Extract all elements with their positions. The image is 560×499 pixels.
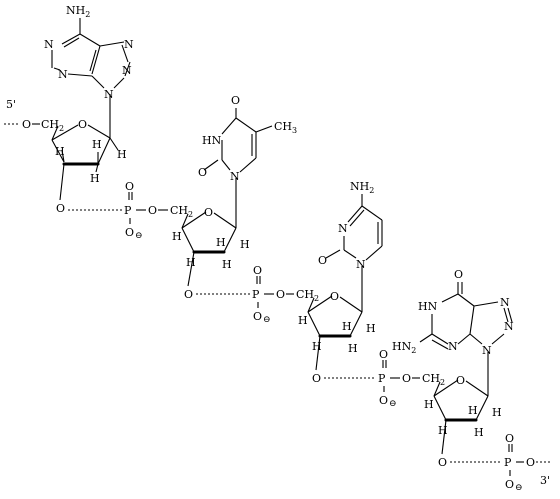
atom-o: O (402, 372, 411, 385)
cytosine-base: N O N NH2 (318, 180, 383, 271)
ring-o-2: O (204, 206, 213, 219)
h-label: H (55, 145, 65, 158)
h-label: H (117, 148, 127, 161)
atom-o-3prime-4: O (438, 456, 447, 469)
nucleotide-guanine: CH2 O H H H H H O N N N O (392, 268, 514, 469)
negative-charge: ⊖ (389, 399, 397, 409)
h-label: H (240, 238, 250, 251)
phosphate-group-3: P O O ⊖ O (324, 348, 420, 409)
phosphate-group-2: P O O ⊖ O (196, 264, 294, 325)
h-label: H (172, 230, 182, 243)
atom-o: O (231, 94, 240, 107)
h-label: H (222, 258, 232, 271)
nucleotide-thymine: CH2 O H H H H H O N O HN O (170, 94, 297, 301)
atom-o: O (148, 204, 157, 217)
h-label: H (366, 322, 376, 335)
atom-o-5prime-1: O (22, 118, 31, 131)
atom-o: O (253, 264, 262, 277)
atom-n: N (44, 38, 54, 51)
ring-o-1: O (78, 118, 87, 131)
atom-o: O (379, 394, 388, 407)
atom-n: N (504, 320, 514, 333)
guanine-base: N N N O HN N HN2 (392, 268, 514, 357)
negative-charge: ⊖ (135, 231, 143, 241)
atom-o: O (276, 288, 285, 301)
atom-hn: HN (202, 134, 222, 147)
atom-o-3prime-2: O (184, 288, 193, 301)
h-label: H (342, 320, 352, 333)
methyl-label: CH3 (274, 120, 297, 135)
atom-o: O (253, 310, 262, 323)
atom-o-3prime-1: O (56, 202, 65, 215)
atom-p-1: P (124, 204, 132, 217)
h-label: H (348, 342, 358, 355)
h-label: H (438, 424, 448, 437)
h-label: H (424, 398, 434, 411)
negative-charge: ⊖ (515, 483, 523, 493)
three-prime-label: 3' (540, 474, 550, 487)
atom-o: O (198, 166, 207, 179)
negative-charge: ⊖ (263, 315, 271, 325)
ring-o-3: O (330, 290, 339, 303)
phosphate-group-terminal: P O O ⊖ O (450, 432, 552, 493)
atom-n: N (230, 170, 240, 183)
h-label: H (298, 314, 308, 327)
h-label: H (216, 236, 226, 249)
nucleotide-adenine: O CH2 O H H H H O N N (22, 4, 134, 215)
atom-n: N (58, 68, 68, 81)
atom-n: N (338, 222, 348, 235)
h-label: H (492, 406, 502, 419)
atom-p-4: P (504, 456, 512, 469)
h-label: H (468, 404, 478, 417)
atom-hn: HN (418, 300, 438, 313)
ch2-label-1: CH2 (41, 118, 64, 133)
ch2-label-2: CH2 (170, 204, 193, 219)
amine-label-3: NH2 (350, 180, 374, 195)
amine-label-1: NH2 (66, 4, 90, 19)
amine-label-4: HN2 (392, 340, 416, 355)
atom-n: N (448, 340, 458, 353)
ring-o-4: O (456, 374, 465, 387)
atom-o-3prime-3: O (312, 372, 321, 385)
atom-p-3: P (378, 372, 386, 385)
five-prime-label: 5' (6, 98, 16, 111)
h-label: H (186, 256, 196, 269)
atom-n: N (104, 88, 114, 101)
atom-n: N (482, 344, 492, 357)
atom-n: N (124, 38, 134, 51)
ch2-label-3: CH2 (296, 288, 319, 303)
ch2-label-4: CH2 (422, 372, 445, 387)
h-label: H (90, 172, 100, 185)
atom-o: O (125, 180, 134, 193)
nucleotide-cytosine: CH2 O H H H H H O N O N NH2 (296, 180, 383, 385)
atom-o: O (318, 254, 327, 267)
atom-n-imidazole: N (122, 64, 132, 77)
adenine-base: N N N N NH2 N (44, 4, 134, 101)
atom-o: O (454, 268, 463, 281)
atom-o: O (526, 456, 535, 469)
atom-n: N (356, 258, 366, 271)
phosphate-group-1: P O O ⊖ O (68, 180, 168, 241)
atom-o: O (505, 478, 514, 491)
h-label: H (92, 138, 102, 151)
atom-o: O (125, 226, 134, 239)
thymine-base: N O HN O CH3 (198, 94, 297, 183)
atom-p-2: P (252, 288, 260, 301)
h-label: H (312, 340, 322, 353)
atom-o: O (379, 348, 388, 361)
atom-o: O (505, 432, 514, 445)
atom-n: N (500, 296, 510, 309)
h-label: H (474, 426, 484, 439)
